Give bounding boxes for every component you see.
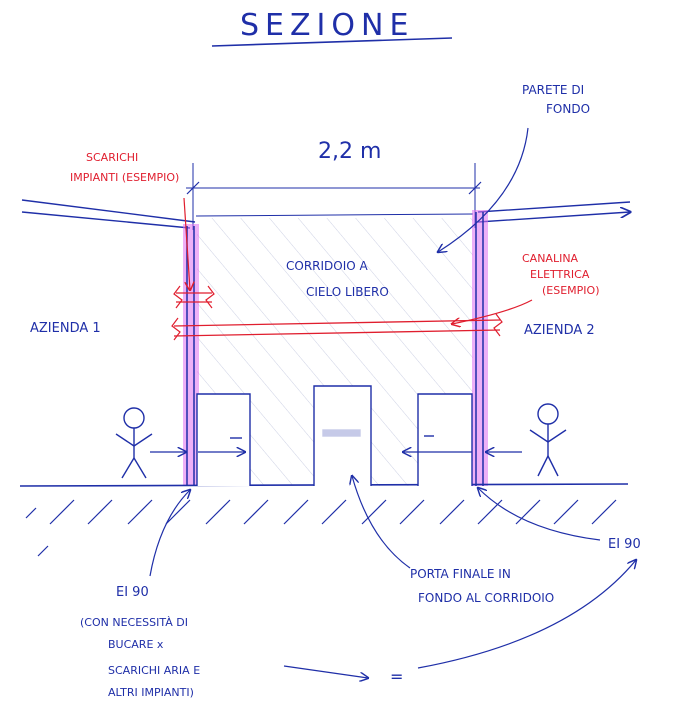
roof-left <box>21 199 196 229</box>
dimension-tick-right <box>468 181 482 195</box>
cable-channel-break-right <box>493 313 503 337</box>
label-note-4: ALTRI IMPIANTI) <box>108 686 194 699</box>
label-canalina-3: (ESEMPIO) <box>542 284 600 297</box>
label-canalina-2: ELETTRICA <box>530 268 590 281</box>
leader-canalina <box>452 299 533 324</box>
label-corridoio-2: CIELO LIBERO <box>306 285 389 299</box>
title-underline <box>211 37 453 47</box>
label-azienda-2: AZIENDA 2 <box>524 323 595 338</box>
dimension-label: 2,2 m <box>318 139 381 164</box>
label-equals: = <box>390 667 403 686</box>
label-ei90-left: EI 90 <box>116 585 149 600</box>
cable-channel-break-left <box>171 317 181 341</box>
label-azienda-1: AZIENDA 1 <box>30 321 101 336</box>
ground-hatch <box>25 499 617 557</box>
leader-parete <box>438 127 529 252</box>
leader-scarichi <box>183 197 190 290</box>
corridor-top-line <box>195 213 474 217</box>
label-canalina-1: CANALINA <box>522 252 579 265</box>
person-right-figure <box>529 403 567 477</box>
dimension-tick-left <box>186 181 200 195</box>
roof-right <box>477 202 630 222</box>
label-parete-1: PARETE DI <box>522 83 584 97</box>
label-porta-2: FONDO AL CORRIDOIO <box>418 591 554 605</box>
label-parete-2: FONDO <box>546 102 590 116</box>
person-left-figure <box>115 407 153 479</box>
label-note-2: BUCARE x <box>108 638 164 651</box>
label-scarichi-1: SCARICHI <box>86 151 138 164</box>
door-left <box>196 393 251 486</box>
leader-ei90-left <box>149 490 190 577</box>
label-ei90-right: EI 90 <box>608 537 641 552</box>
cable-channel-line-b <box>173 329 501 337</box>
leader-porta <box>352 476 411 569</box>
pipe-break <box>173 285 215 309</box>
door-right <box>417 393 473 486</box>
arrow-equals-to-ei90 <box>417 560 636 669</box>
arrow-to-equals <box>283 665 368 678</box>
leader-ei90-right <box>478 488 601 541</box>
title: SEZIONE <box>240 8 414 43</box>
label-scarichi-2: IMPIANTI (ESEMPIO) <box>70 171 179 184</box>
label-note-3: SCARICHI ARIA E <box>108 664 200 677</box>
cable-channel-line-a <box>173 319 501 327</box>
label-corridoio-1: CORRIDOIO A <box>286 259 369 273</box>
label-note-1: (CON NECESSITÀ DI <box>80 616 188 629</box>
wall-right-highlight <box>472 210 488 486</box>
door-end <box>313 385 372 486</box>
label-porta-1: PORTA FINALE IN <box>410 567 511 581</box>
